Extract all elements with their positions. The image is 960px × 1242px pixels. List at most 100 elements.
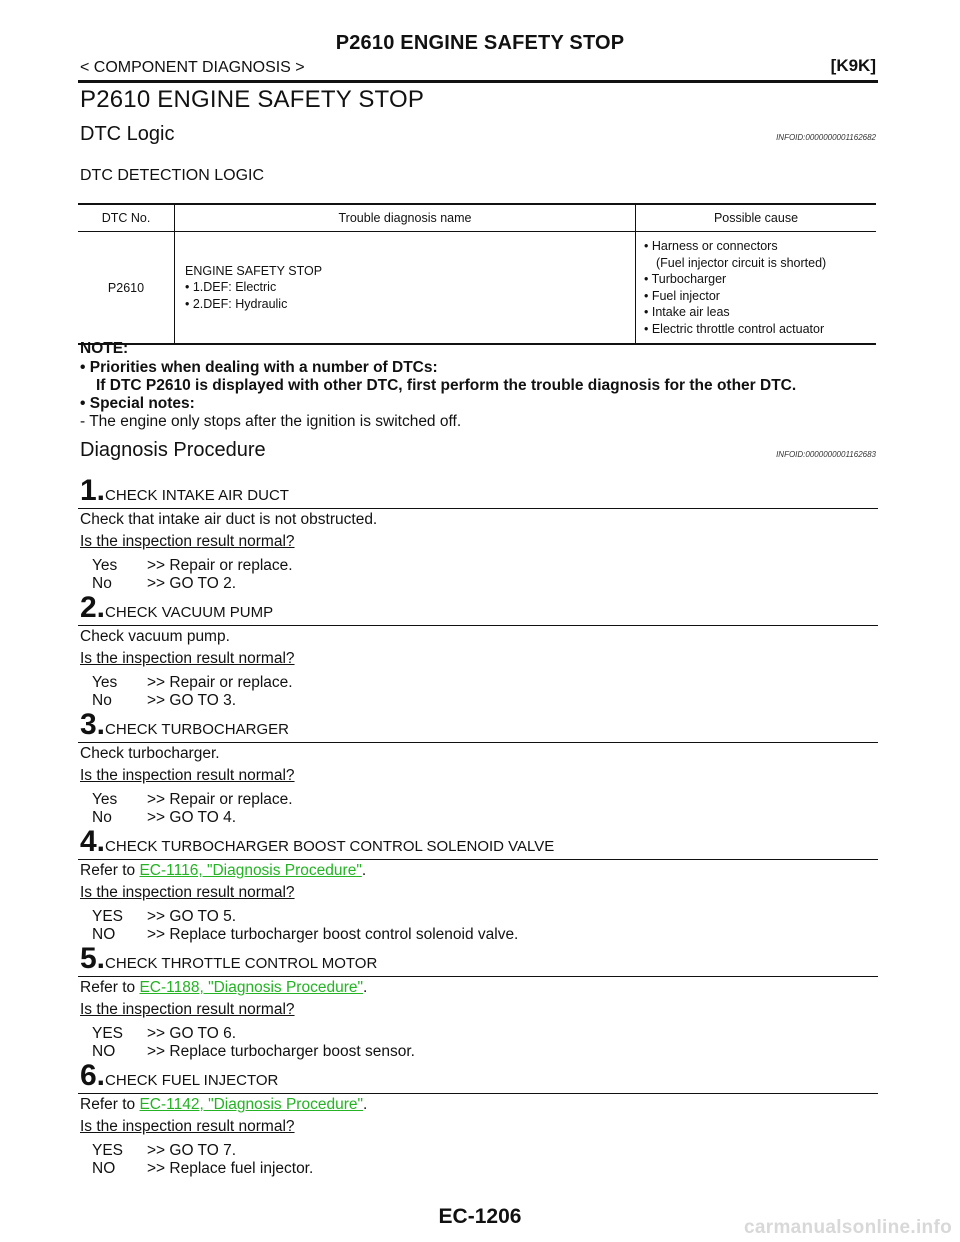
- answer-key: No: [92, 692, 112, 709]
- trouble-name-line: ENGINE SAFETY STOP: [185, 263, 323, 278]
- answer-no: No >> GO TO 3.: [92, 692, 236, 710]
- answer-yes: Yes >> Repair or replace.: [92, 791, 293, 809]
- answer-action: >> Replace fuel injector.: [147, 1160, 314, 1177]
- step-body: Refer to EC-1142, "Diagnosis Procedure".: [80, 1096, 368, 1113]
- answer-key: NO: [92, 1043, 116, 1060]
- diagnosis-procedure-heading: Diagnosis Procedure: [80, 439, 266, 461]
- section-title: P2610 ENGINE SAFETY STOP: [80, 86, 425, 113]
- inspection-question: Is the inspection result normal?: [80, 1118, 295, 1135]
- answer-key: NO: [92, 1160, 116, 1177]
- step-divider: [78, 625, 878, 626]
- answer-action: >> GO TO 5.: [147, 908, 237, 925]
- cause-line: • Harness or connectors: [644, 239, 778, 253]
- step-divider: [78, 976, 878, 977]
- inspection-question: Is the inspection result normal?: [80, 650, 295, 667]
- step-title: CHECK VACUUM PUMP: [105, 604, 274, 621]
- step-heading: 6.CHECK FUEL INJECTOR: [80, 1059, 278, 1093]
- answer-yes: Yes >> Repair or replace.: [92, 557, 293, 575]
- header-divider: [78, 80, 878, 83]
- cause-line: • Fuel injector: [644, 288, 720, 303]
- answer-no: NO >> Replace fuel injector.: [92, 1160, 313, 1178]
- answer-key: YES: [92, 908, 124, 925]
- step-heading: 2.CHECK VACUUM PUMP: [80, 591, 273, 625]
- note-label: NOTE:: [80, 340, 129, 357]
- page-header-title: P2610 ENGINE SAFETY STOP: [335, 32, 625, 54]
- answer-yes: Yes >> Repair or replace.: [92, 674, 293, 692]
- answer-key: NO: [92, 926, 116, 943]
- step-title: CHECK INTAKE AIR DUCT: [105, 487, 289, 504]
- answer-no: No >> GO TO 2.: [92, 575, 236, 593]
- note-priorities-detail: If DTC P2610 is displayed with other DTC…: [96, 377, 797, 394]
- dtc-table-header-row: DTC No. Trouble diagnosis name Possible …: [78, 203, 876, 232]
- dtc-logic-heading: DTC Logic: [80, 123, 175, 145]
- dtc-detection-logic-heading: DTC DETECTION LOGIC: [80, 167, 265, 184]
- answer-action: >> Replace turbocharger boost control so…: [147, 926, 519, 943]
- note-special-detail: - The engine only stops after the igniti…: [80, 413, 462, 430]
- answer-key: Yes: [92, 557, 118, 574]
- answer-action: >> Repair or replace.: [147, 557, 293, 574]
- answer-key: No: [92, 809, 112, 826]
- table-row: P2610 ENGINE SAFETY STOP • 1.DEF: Electr…: [78, 231, 876, 345]
- note-bullet-special: • Special notes:: [80, 395, 195, 412]
- answer-action: >> Repair or replace.: [147, 674, 293, 691]
- inspection-question: Is the inspection result normal?: [80, 533, 295, 550]
- answer-yes: YES >> GO TO 6.: [92, 1025, 236, 1043]
- note-bullet-priorities: • Priorities when dealing with a number …: [80, 359, 438, 376]
- step-divider: [78, 508, 878, 509]
- step-body: Refer to EC-1116, "Diagnosis Procedure".: [80, 862, 367, 879]
- step-body: Check turbocharger.: [80, 745, 220, 762]
- trouble-name-line: • 2.DEF: Hydraulic: [185, 296, 288, 311]
- step-title: CHECK TURBOCHARGER BOOST CONTROL SOLENOI…: [105, 838, 555, 855]
- step-number: 1.: [80, 474, 106, 507]
- answer-no: NO >> Replace turbocharger boost control …: [92, 926, 518, 944]
- cause-line: • Electric throttle control actuator: [644, 321, 825, 336]
- cause-line: (Fuel injector circuit is shorted): [656, 255, 827, 270]
- answer-action: >> GO TO 2.: [147, 575, 237, 592]
- answer-no: NO >> Replace turbocharger boost sensor.: [92, 1043, 415, 1061]
- answer-key: YES: [92, 1142, 124, 1159]
- diagnosis-procedure-link[interactable]: EC-1142, "Diagnosis Procedure": [139, 1096, 363, 1113]
- trouble-name-line: • 1.DEF: Electric: [185, 280, 277, 295]
- step-title: CHECK THROTTLE CONTROL MOTOR: [105, 955, 378, 972]
- diagnosis-procedure-link[interactable]: EC-1188, "Diagnosis Procedure": [139, 979, 363, 996]
- answer-key: Yes: [92, 674, 118, 691]
- step-number: 4.: [80, 825, 106, 858]
- answer-no: No >> GO TO 4.: [92, 809, 236, 827]
- dtc-table: DTC No. Trouble diagnosis name Possible …: [78, 203, 876, 345]
- col-header-trouble-name: Trouble diagnosis name: [174, 203, 636, 232]
- model-code: [K9K]: [830, 56, 876, 75]
- step-body: Refer to EC-1188, "Diagnosis Procedure".: [80, 979, 368, 996]
- dtc-logic-infoid: INFOID:0000000001162682: [776, 133, 876, 142]
- inspection-question: Is the inspection result normal?: [80, 884, 295, 901]
- answer-action: >> Repair or replace.: [147, 791, 293, 808]
- answer-action: >> GO TO 3.: [147, 692, 237, 709]
- step-heading: 3.CHECK TURBOCHARGER: [80, 708, 289, 742]
- answer-action: >> GO TO 6.: [147, 1025, 237, 1042]
- page-number: EC-1206: [438, 1205, 522, 1228]
- answer-action: >> Replace turbocharger boost sensor.: [147, 1043, 415, 1060]
- inspection-question: Is the inspection result normal?: [80, 1001, 295, 1018]
- watermark: carmanualsonline.info: [744, 1217, 952, 1238]
- step-heading: 5.CHECK THROTTLE CONTROL MOTOR: [80, 942, 377, 976]
- step-heading: 4.CHECK TURBOCHARGER BOOST CONTROL SOLEN…: [80, 825, 554, 859]
- answer-yes: YES >> GO TO 5.: [92, 908, 236, 926]
- step-number: 5.: [80, 942, 106, 975]
- answer-key: YES: [92, 1025, 124, 1042]
- answer-yes: YES >> GO TO 7.: [92, 1142, 236, 1160]
- answer-key: Yes: [92, 791, 118, 808]
- cell-dtc-no: P2610: [78, 231, 175, 345]
- cause-line: • Intake air leas: [644, 305, 730, 319]
- step-divider: [78, 1093, 878, 1094]
- cell-trouble-name: ENGINE SAFETY STOP • 1.DEF: Electric • 2…: [174, 231, 636, 345]
- step-number: 6.: [80, 1059, 106, 1092]
- col-header-dtc-no: DTC No.: [78, 203, 175, 232]
- cell-possible-cause: • Harness or connectors (Fuel injector c…: [635, 231, 876, 345]
- refer-to-label: Refer to: [80, 1096, 140, 1113]
- inspection-question: Is the inspection result normal?: [80, 767, 295, 784]
- answer-key: No: [92, 575, 112, 592]
- answer-action: >> GO TO 4.: [147, 809, 237, 826]
- step-number: 3.: [80, 708, 106, 741]
- diagnosis-procedure-link[interactable]: EC-1116, "Diagnosis Procedure": [139, 862, 362, 879]
- answer-action: >> GO TO 7.: [147, 1142, 237, 1159]
- step-body: Check that intake air duct is not obstru…: [80, 511, 378, 528]
